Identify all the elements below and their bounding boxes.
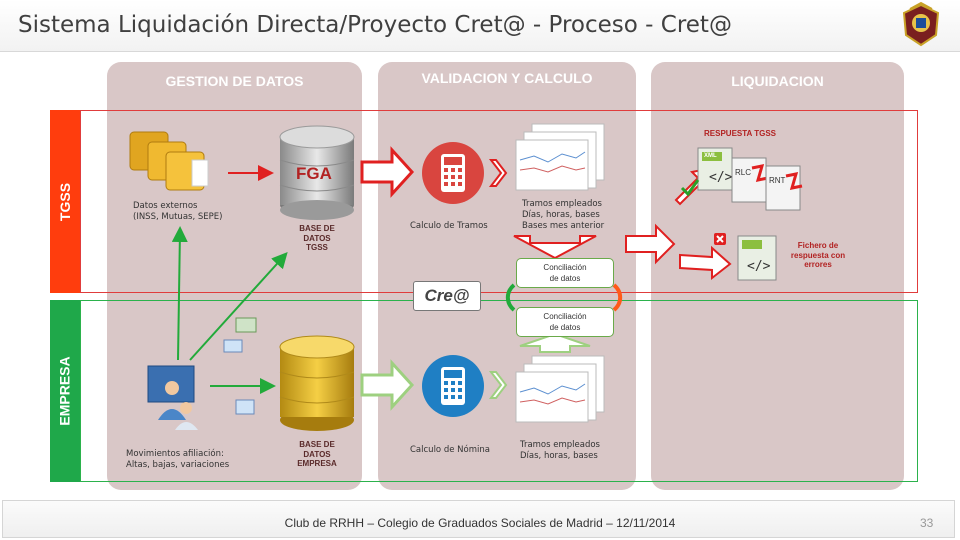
cycle-left-icon [505,283,516,312]
footer-text: Club de RRHH – Colegio de Graduados Soci… [284,516,676,530]
respuesta-label: RESPUESTA TGSS [704,129,777,138]
chevron-empresa-icon [488,371,508,399]
page-title: Sistema Liquidación Directa/Proyecto Cre… [18,12,732,38]
band-empresa [80,300,918,482]
chevron-tgss-icon [488,159,508,187]
svg-text:</>: </> [709,170,733,185]
arrow-to-fichero [679,245,732,281]
people-icon [147,365,198,430]
arrow-emp-validacion [360,359,415,411]
arrow-fga-validacion [360,146,415,198]
externos-label: Datos externos (INSS, Mutuas, SEPE) [133,201,223,222]
folders-icon [129,131,209,191]
fga-label: FGA [296,164,332,183]
footer-bar [2,500,955,538]
movimientos-label: Movimientos afiliación: Altas, bajas, va… [126,449,230,470]
arrow-mov-fga [189,252,288,361]
xml-tag-label: XML [704,153,717,159]
xml-document-icon: </> [697,147,733,191]
column-title-validacion: VALIDACION Y CALCULO [421,70,593,86]
network-icons [223,317,257,415]
arrow-to-liquidacion [625,223,676,265]
rlc-label: RLC [735,168,752,177]
svg-text:</>: </> [747,259,771,274]
calc-tramos-label: Calculo de Tramos [410,221,488,231]
creta-logo: Cre@ [413,281,481,311]
column-liquidacion [651,62,904,490]
arrow-mov-externos [171,226,188,361]
band-tgss [80,110,918,293]
rnt-label: RNT [769,176,786,185]
arrow-down-concil [513,235,597,260]
documents-empresa-icon [515,355,605,423]
check-icon [680,179,700,197]
database-tgss-icon [279,125,355,220]
error-document-icon: </> [737,235,777,281]
column-title-gestion: GESTION DE DATOS [165,73,304,89]
page-number: 33 [920,516,934,530]
calculator-tgss-icon [422,142,484,204]
row-label-tgss: TGSS [50,110,80,293]
column-title-liquidacion: LIQUIDACION [731,73,824,89]
calculator-empresa-icon [422,355,484,417]
cycle-right-icon [612,283,623,312]
rlc-document-icon [731,157,769,203]
header-bar [0,0,960,52]
calc-nomina-label: Calculo de Nómina [410,445,490,455]
database-empresa-icon [279,335,355,431]
rnt-document-icon [765,165,803,211]
row-label-empresa: EMPRESA [50,300,80,482]
crest-icon [900,1,942,47]
documents-tgss-icon [515,123,605,191]
arrow-up-concil [519,332,591,353]
